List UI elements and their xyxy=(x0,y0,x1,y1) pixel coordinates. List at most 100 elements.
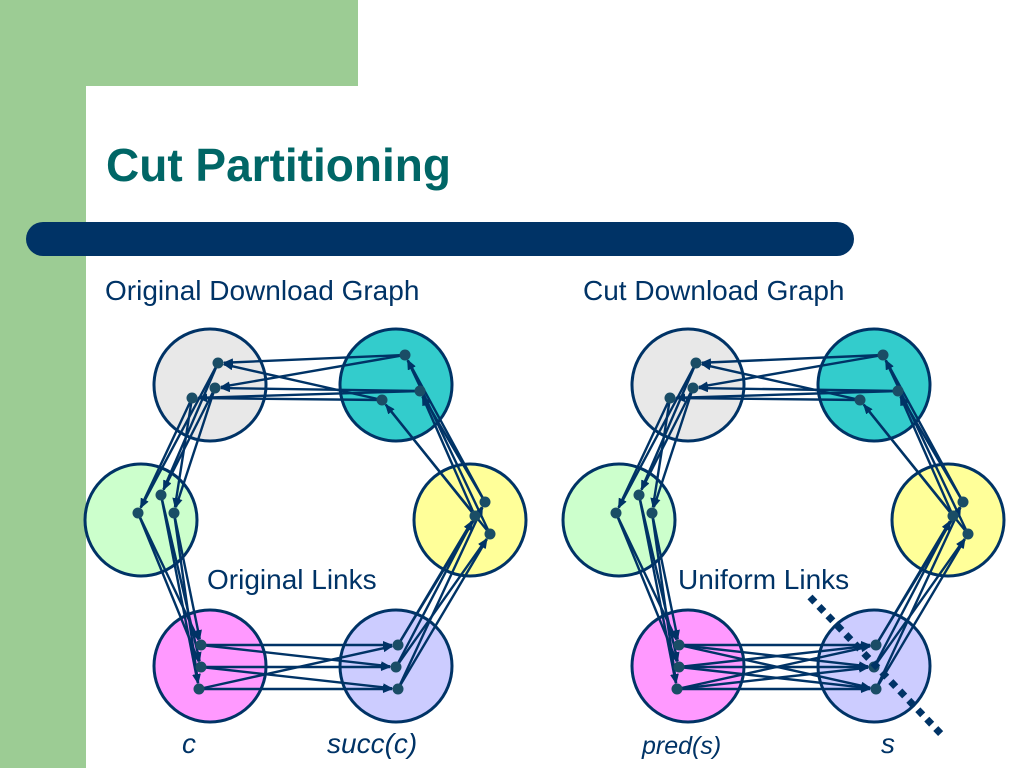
side-band xyxy=(0,0,358,768)
link-arrow xyxy=(650,512,679,685)
link-arrow xyxy=(676,664,870,691)
graph-dot xyxy=(193,683,205,695)
link-arrow xyxy=(162,387,217,491)
graph-dot xyxy=(212,357,224,369)
graph-node-mid-right xyxy=(890,462,1006,578)
link-arrow xyxy=(617,397,672,509)
link-arrow xyxy=(697,353,884,390)
link-arrow xyxy=(172,397,194,509)
left-center-label: Original Links xyxy=(207,564,377,595)
graph-dot xyxy=(962,528,974,540)
link-arrow xyxy=(222,353,406,367)
link-arrow xyxy=(640,387,695,491)
link-arrow xyxy=(172,512,202,641)
link-arrow xyxy=(394,520,474,668)
graph-dot xyxy=(687,382,699,394)
link-arrow xyxy=(674,389,899,402)
link-arrow xyxy=(650,397,672,509)
link-arrow xyxy=(421,395,477,517)
link-arrow xyxy=(196,394,383,403)
graph-dot xyxy=(195,661,207,673)
link-arrow xyxy=(162,362,220,491)
graph-dot xyxy=(479,496,491,508)
graph-dot xyxy=(854,394,866,406)
link-arrow xyxy=(874,538,966,690)
link-arrow xyxy=(139,362,220,509)
link-arrow xyxy=(172,512,201,685)
header-rule xyxy=(26,222,854,256)
link-arrow xyxy=(200,665,394,692)
graph-node-top-left xyxy=(152,327,268,443)
link-arrow xyxy=(697,384,899,393)
link-arrow xyxy=(874,520,951,646)
link-arrow xyxy=(159,494,201,685)
graph-dot xyxy=(186,392,198,404)
graph-dot xyxy=(957,496,969,508)
link-arrow xyxy=(873,538,966,668)
link-arrow xyxy=(674,394,861,403)
link-arrow xyxy=(200,643,392,670)
graph-dot xyxy=(633,489,645,501)
graph-dot xyxy=(646,507,658,519)
node-label-s: s xyxy=(881,728,895,759)
link-arrow xyxy=(676,644,872,691)
graph-dot xyxy=(390,661,402,673)
link-arrow xyxy=(396,520,473,646)
graph-dot xyxy=(877,349,889,361)
graph-node-top-left xyxy=(630,327,746,443)
left-graph-heading: Original Download Graph xyxy=(105,275,420,306)
original-download-graph xyxy=(83,327,528,724)
graph-dot xyxy=(690,357,702,369)
link-arrow xyxy=(174,387,217,509)
graph-dot xyxy=(469,510,481,522)
node-label-succ: succ(c) xyxy=(327,728,418,759)
graph-dot xyxy=(673,661,685,673)
link-arrow xyxy=(396,506,484,690)
graph-dot xyxy=(168,507,180,519)
link-arrow xyxy=(396,538,488,690)
graph-dot xyxy=(155,489,167,501)
link-arrow xyxy=(222,362,383,402)
link-arrow xyxy=(700,362,861,402)
graph-dot xyxy=(947,510,959,522)
right-center-label: Uniform Links xyxy=(678,564,850,595)
link-arrow xyxy=(395,538,488,668)
graph-dot xyxy=(892,385,904,397)
slide-title: Cut Partitioning xyxy=(106,139,451,191)
link-arrow xyxy=(196,389,421,402)
node-label-pred: pred(s) xyxy=(642,732,722,760)
content-panel xyxy=(86,86,1024,768)
graph-dot xyxy=(414,385,426,397)
graph-dot xyxy=(392,683,404,695)
graph-dot xyxy=(484,528,496,540)
right-graph-heading: Cut Download Graph xyxy=(583,275,845,306)
link-arrow xyxy=(872,520,952,668)
link-arrow xyxy=(219,353,406,390)
link-arrow xyxy=(640,362,698,491)
graph-dot xyxy=(664,392,676,404)
graph-dot xyxy=(610,507,622,519)
link-arrow xyxy=(874,506,962,690)
graph-dot xyxy=(673,639,685,651)
graph-dot xyxy=(399,349,411,361)
link-arrow xyxy=(139,397,194,509)
node-label-c: c xyxy=(182,728,196,759)
link-arrow xyxy=(652,387,695,509)
link-arrow xyxy=(637,494,679,685)
link-arrow xyxy=(617,362,698,509)
link-arrow xyxy=(650,512,680,641)
link-arrow xyxy=(899,395,955,517)
graph-dot xyxy=(209,382,221,394)
graph-dot xyxy=(671,683,683,695)
graph-node-mid-right xyxy=(412,462,528,578)
graph-dot xyxy=(392,639,404,651)
graph-dot xyxy=(132,507,144,519)
cut-line xyxy=(807,594,945,738)
link-arrow xyxy=(678,642,872,669)
graph-dot xyxy=(376,394,388,406)
link-arrow xyxy=(198,644,394,691)
graph-dot xyxy=(870,683,882,695)
graph-dot xyxy=(195,639,207,651)
cut-download-graph xyxy=(561,327,1006,738)
